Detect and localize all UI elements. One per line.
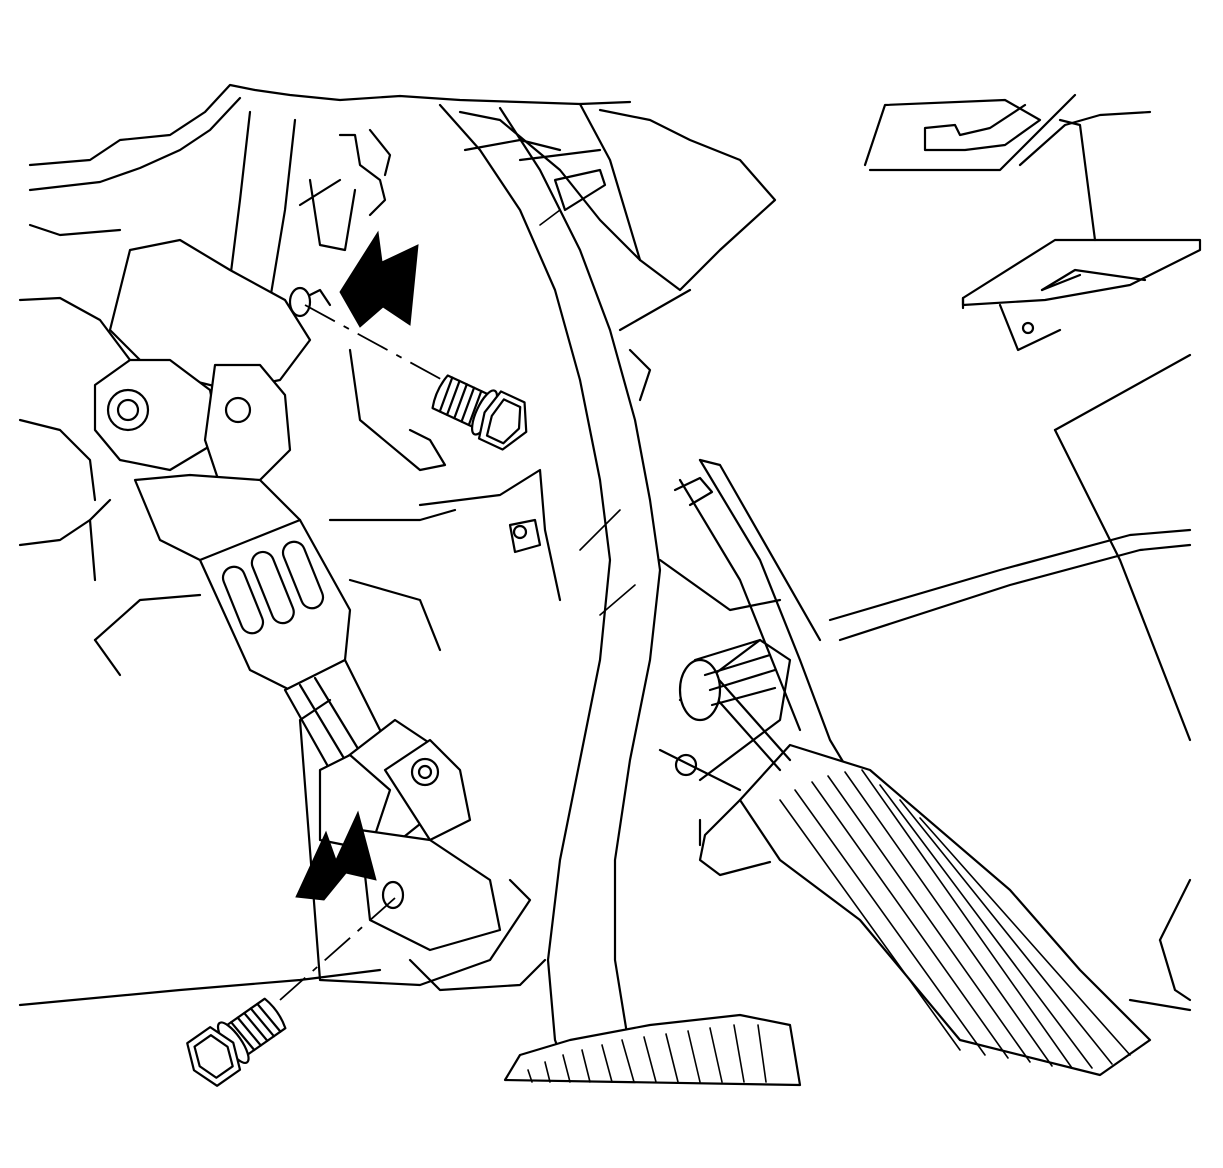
steering-column (88, 110, 607, 692)
dash-panel-outline (18, 83, 1192, 1012)
arrow-down-left-icon (295, 810, 377, 901)
pedal-bracket (418, 468, 782, 792)
brake-pedal-pad (503, 1013, 802, 1087)
lower-bolt-centerline (279, 897, 396, 1001)
arrow-down-left-icon (339, 230, 419, 328)
hex-flange-bolt-icon (431, 374, 528, 451)
mounting-bracket (863, 93, 1202, 352)
brake-pedal-arm (438, 103, 662, 1082)
hex-flange-bolt-icon (186, 997, 287, 1087)
upper-bolt-centerline (304, 304, 471, 396)
intermediate-shaft (283, 658, 547, 992)
accelerator-pedal (674, 458, 1152, 1077)
